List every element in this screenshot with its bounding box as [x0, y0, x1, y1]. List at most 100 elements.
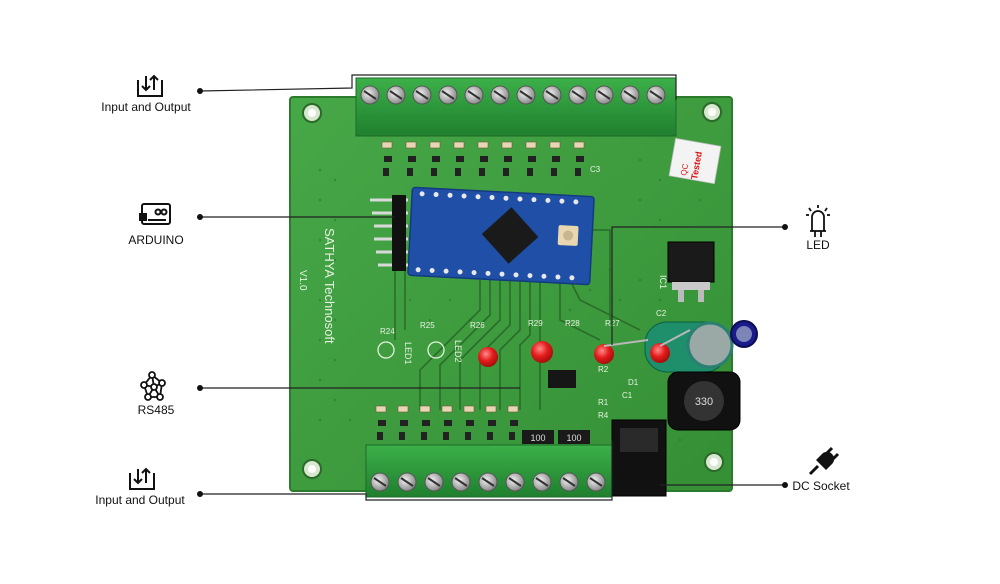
rs485-chip [548, 370, 576, 388]
label-rs485: RS485 [137, 403, 175, 417]
smd-component [507, 405, 519, 440]
arduino-pin [569, 275, 575, 281]
terminal-screw [438, 85, 458, 105]
terminal-screw [516, 85, 536, 105]
resistor-value-2: 100 [566, 433, 581, 443]
terminal-screw [360, 85, 380, 105]
r27-silkscreen: R27 [605, 319, 620, 328]
smd-component [501, 141, 513, 176]
smd-component [405, 141, 417, 176]
inductor-value: 330 [695, 396, 713, 408]
c3-silkscreen: C3 [590, 165, 601, 174]
smd-component [429, 141, 441, 176]
brand-silkscreen: SATHYA Technosoft [322, 228, 337, 344]
label-dc-socket: DC Socket [792, 479, 850, 493]
leader-led [611, 226, 785, 345]
inductor: 330 [667, 371, 741, 431]
terminal-screw [412, 85, 432, 105]
terminal-screw [620, 85, 640, 105]
r28-silkscreen: R28 [565, 319, 580, 328]
c1-silkscreen: C1 [622, 391, 633, 400]
terminal-screw [594, 85, 614, 105]
terminal-screw [490, 85, 510, 105]
arduino-board-icon [139, 203, 171, 225]
label-arduino: ARDUINO [128, 233, 184, 247]
r2-silkscreen: R2 [598, 365, 609, 374]
label-io-top: Input and Output [101, 100, 191, 114]
network-nodes-icon [140, 371, 166, 401]
arduino-pin [419, 191, 425, 197]
led-bulb-icon [806, 205, 830, 237]
terminal-screw [386, 85, 406, 105]
terminal-screw [559, 472, 579, 492]
arduino-pin [415, 267, 421, 273]
red-leds [377, 329, 691, 367]
arduino-pin [531, 197, 537, 203]
arduino-pin [517, 196, 523, 202]
leader-io-bottom [200, 440, 613, 501]
label-led: LED [806, 238, 830, 252]
arduino-pin [541, 273, 547, 279]
terminal-screw [424, 472, 444, 492]
terminal-screw [568, 85, 588, 105]
terminal-screw [397, 472, 417, 492]
qc-sticker-line1: QC [679, 163, 690, 177]
smd-component [573, 141, 585, 176]
arduino-pin [573, 199, 579, 205]
arduino-pin [461, 193, 467, 199]
r25-silkscreen: R25 [420, 321, 435, 330]
input-output-icon-bottom [129, 467, 155, 490]
arduino-pro-mini [370, 186, 595, 286]
arduino-pin [527, 273, 533, 279]
terminal-screw [505, 472, 525, 492]
ic-silkscreen: IC1 [658, 275, 668, 289]
top-smd-components [381, 141, 585, 176]
version-silkscreen: V1.0 [297, 270, 308, 291]
d1-silkscreen: D1 [628, 378, 639, 387]
r26-silkscreen: R26 [470, 321, 485, 330]
terminal-screw [451, 472, 471, 492]
r1-silkscreen: R1 [598, 398, 609, 407]
input-output-icon [137, 74, 163, 97]
voltage-regulator [667, 241, 715, 302]
led1-silkscreen: LED1 [403, 342, 413, 365]
smd-component [441, 405, 453, 440]
dc-jack [611, 419, 667, 497]
arduino-pin [559, 198, 565, 204]
leader-io-top [199, 74, 677, 100]
terminal-screw [478, 472, 498, 492]
smd-component [485, 405, 497, 440]
arduino-pin [555, 274, 561, 280]
terminal-screw [646, 85, 666, 105]
leader-dots [197, 88, 788, 497]
r4-silkscreen: R4 [598, 411, 609, 420]
arduino-pin [471, 270, 477, 276]
arduino-pin [513, 272, 519, 278]
power-plug-icon [808, 446, 840, 476]
c2-silkscreen: C2 [656, 309, 667, 318]
leader-lines [199, 74, 785, 501]
top-terminal-block [355, 77, 677, 137]
r29-silkscreen: R29 [528, 319, 543, 328]
terminal-screw [370, 472, 390, 492]
bottom-terminal-block [365, 444, 613, 498]
arduino-pin [489, 194, 495, 200]
arduino-pin [433, 192, 439, 198]
arduino-pin [485, 270, 491, 276]
smd-component [375, 405, 387, 440]
label-io-bottom: Input and Output [95, 493, 185, 507]
pcb-traces [394, 229, 641, 410]
arduino-pin [499, 271, 505, 277]
arduino-pin [475, 194, 481, 200]
smd-component [525, 141, 537, 176]
arduino-pin [545, 197, 551, 203]
top-terminal-screws [360, 85, 666, 105]
r24-silkscreen: R24 [380, 327, 395, 336]
resistor-value-1: 100 [530, 433, 545, 443]
smd-component [477, 141, 489, 176]
terminal-screw [464, 85, 484, 105]
board-silkscreen: SATHYA Technosoft V1.0 IC1 LED1 LED2 R26… [297, 165, 668, 420]
arduino-pin [429, 267, 435, 273]
